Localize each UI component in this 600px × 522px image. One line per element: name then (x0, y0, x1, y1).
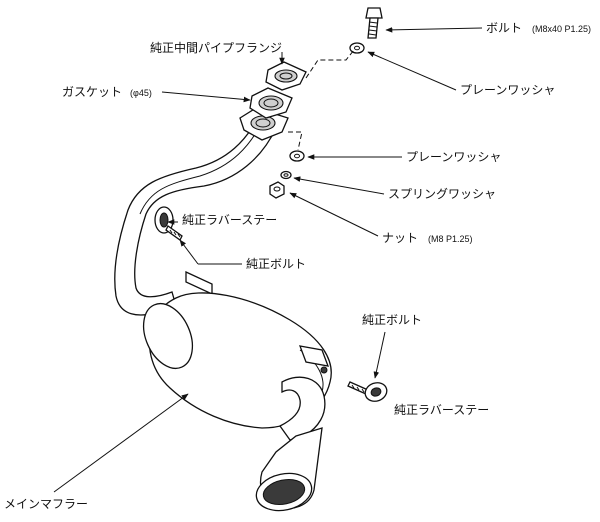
main-muffler-part (142, 292, 332, 429)
spring-washer-part (280, 170, 292, 180)
bolt-part (365, 7, 383, 39)
leader-main-muffler (53, 393, 189, 493)
label-rubber-stay-lower: 純正ラバーステー (394, 403, 489, 417)
label-spring-washer: スプリングワッシャ (388, 187, 496, 201)
align-line-top (305, 49, 355, 79)
label-gasket: ガスケット (φ45) (62, 83, 152, 100)
label-nut: ナット (M8 P1.25) (382, 229, 473, 246)
nut-part (269, 181, 285, 199)
label-bolt: ボルト (M8x40 P1.25) (486, 19, 591, 36)
leader-washer-top (367, 51, 457, 91)
stock-bolt-upper-part (165, 225, 183, 241)
gasket-part (249, 87, 293, 119)
flange-part (265, 61, 307, 91)
washer-top-part (349, 42, 365, 54)
label-stock-bolt-lower: 純正ボルト (362, 313, 422, 327)
tail-pipe (255, 376, 326, 512)
label-flange: 純正中間パイプフランジ (150, 40, 282, 55)
leader-gasket (161, 91, 251, 103)
label-stock-bolt-upper: 純正ボルト (246, 257, 306, 271)
leader-stock-bolt-lower (373, 331, 386, 379)
align-line-mid (288, 131, 303, 151)
leader-bolt (385, 27, 483, 33)
label-main-muffler: メインマフラー (4, 497, 88, 511)
pipe-flange (239, 107, 289, 141)
washer-mid-part (289, 150, 305, 162)
rubber-stay-lower-part (364, 382, 388, 402)
label-washer-top: プレーンワッシャ (460, 83, 555, 97)
muffler-bracket-left (185, 270, 213, 296)
label-rubber-stay-upper: 純正ラバーステー (182, 213, 277, 227)
leader-stock-bolt-upper-b (179, 239, 199, 265)
leader-spring-washer (293, 176, 385, 195)
leader-nut (289, 192, 379, 237)
label-washer-mid: プレーンワッシャ (406, 150, 501, 164)
